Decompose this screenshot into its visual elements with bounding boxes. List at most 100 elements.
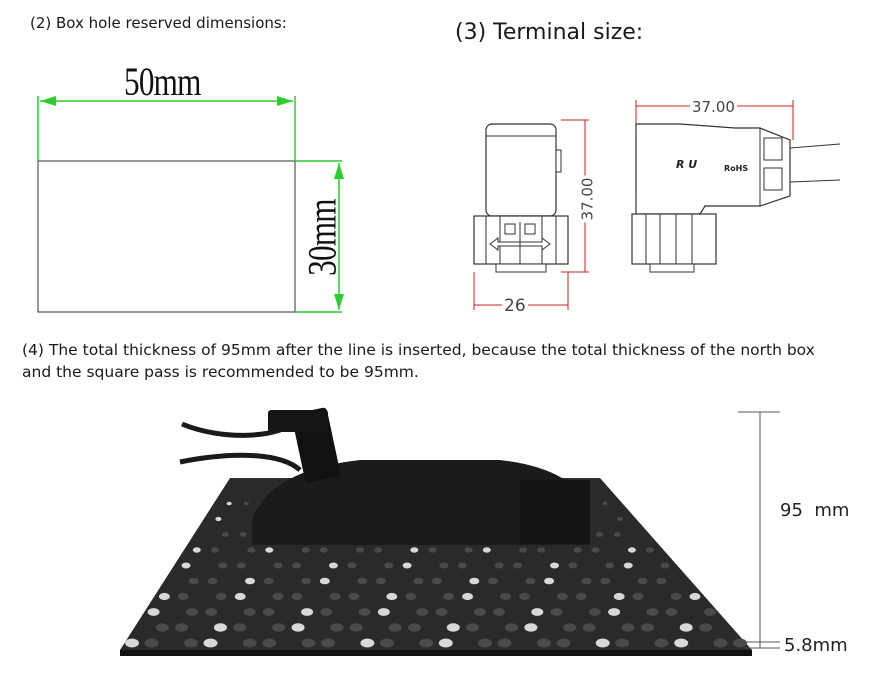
panel-dot [524, 623, 538, 632]
panel-dot [439, 562, 449, 569]
panel-dot [568, 562, 578, 569]
panel-dot [699, 623, 713, 632]
panel-dot [617, 516, 623, 522]
panel-dot [537, 547, 546, 553]
panel-dot [213, 623, 227, 632]
panel-dot [623, 562, 633, 569]
panel-dot [243, 501, 249, 506]
panel-dot [550, 562, 559, 569]
panel-dot [377, 608, 390, 616]
panel-dot [462, 592, 474, 601]
panel-dot [349, 623, 363, 632]
panel-dot [147, 608, 160, 616]
panel-dot [272, 623, 286, 632]
panel-dot [215, 516, 222, 522]
box-hole-caption: (2) Box hole reserved dimensions: [30, 14, 287, 32]
panel-dot [679, 623, 693, 632]
panel-dot [380, 638, 394, 648]
panel-dot [321, 638, 336, 648]
panel-dot [575, 592, 587, 601]
panel-dot [320, 608, 333, 616]
panel-illustration [120, 407, 752, 656]
total-thickness-label: 95 mm [780, 500, 850, 521]
panel-dot [265, 547, 274, 553]
thickness-caption-line2: and the square pass is recommended to be… [22, 363, 419, 381]
panel-dot [613, 532, 621, 537]
panel-dot [413, 577, 424, 585]
panel-dot [319, 577, 330, 585]
panel-dot [591, 547, 600, 553]
panel-dot [505, 623, 518, 632]
thickness-caption-line1: (4) The total thickness of 95mm after th… [22, 341, 815, 359]
panel-dot [330, 623, 344, 632]
panel-dot [519, 547, 528, 553]
panel-dot [513, 562, 523, 569]
terminal-side-view [631, 123, 841, 273]
terminal-width-label: 26 [502, 296, 528, 316]
panel-dot [210, 547, 219, 553]
panel-dot [602, 501, 608, 506]
panel-dot [262, 638, 277, 648]
panel-dot [525, 577, 536, 585]
panel-dot [348, 592, 360, 601]
panel-dot [263, 577, 274, 585]
box-width-label: 50mm [124, 59, 201, 104]
panel-dot [446, 623, 460, 632]
panel-dot [473, 608, 486, 616]
panel-dot [192, 547, 201, 553]
panel-dot [233, 623, 247, 632]
panel-dot [239, 532, 247, 537]
panel-dot [319, 547, 328, 553]
panel-dot [419, 638, 434, 648]
panel-dot [301, 608, 314, 616]
box-height-label: 30mm [299, 199, 345, 276]
panel-dot [595, 638, 610, 648]
panel-dot [262, 608, 275, 616]
panel-dot [347, 562, 357, 569]
panel-dot [615, 638, 630, 648]
panel-dot [556, 592, 568, 601]
panel-dot [273, 562, 283, 569]
panel-dot [272, 592, 284, 601]
panel-dot [435, 608, 448, 616]
panel-dot [374, 547, 383, 553]
panel-dot [356, 547, 364, 553]
rohs-mark: RoHS [724, 164, 749, 173]
panel-dot [704, 608, 716, 616]
panel-dot [218, 562, 228, 569]
panel-dot [408, 623, 421, 632]
panel-dot [536, 638, 551, 648]
panel-dot [627, 547, 636, 553]
panel-dot [155, 623, 169, 632]
panel-dot [563, 623, 577, 632]
panel-dot [375, 577, 386, 585]
panel-dot [242, 638, 257, 648]
panel-dot [329, 592, 341, 601]
panel-dot [205, 608, 218, 616]
panel-dot [469, 577, 480, 585]
panel-dot [640, 623, 654, 632]
panel-dot [632, 592, 644, 601]
panel-dot [158, 592, 170, 601]
panel-dot [247, 547, 256, 553]
panel-dot [689, 592, 701, 601]
panel-dot [428, 547, 437, 553]
panel-thickness-label: 5.8mm [784, 635, 848, 656]
panel-dot [637, 577, 648, 585]
panel-dot [713, 638, 728, 648]
panel-dot [497, 638, 512, 648]
panel-dot [646, 608, 659, 616]
panel-dot [656, 577, 667, 585]
terminal-height-label: 37.00 [578, 175, 597, 223]
panel-dot [301, 638, 316, 648]
panel-dot [358, 608, 371, 616]
panel-dot [581, 577, 592, 585]
panel-dot [183, 638, 198, 648]
panel-dot [531, 608, 544, 616]
panel-dot [236, 562, 246, 569]
panel-dot [125, 638, 139, 648]
panel-dot [733, 638, 747, 648]
panel-dot [357, 577, 368, 585]
panel-dot [177, 592, 189, 601]
